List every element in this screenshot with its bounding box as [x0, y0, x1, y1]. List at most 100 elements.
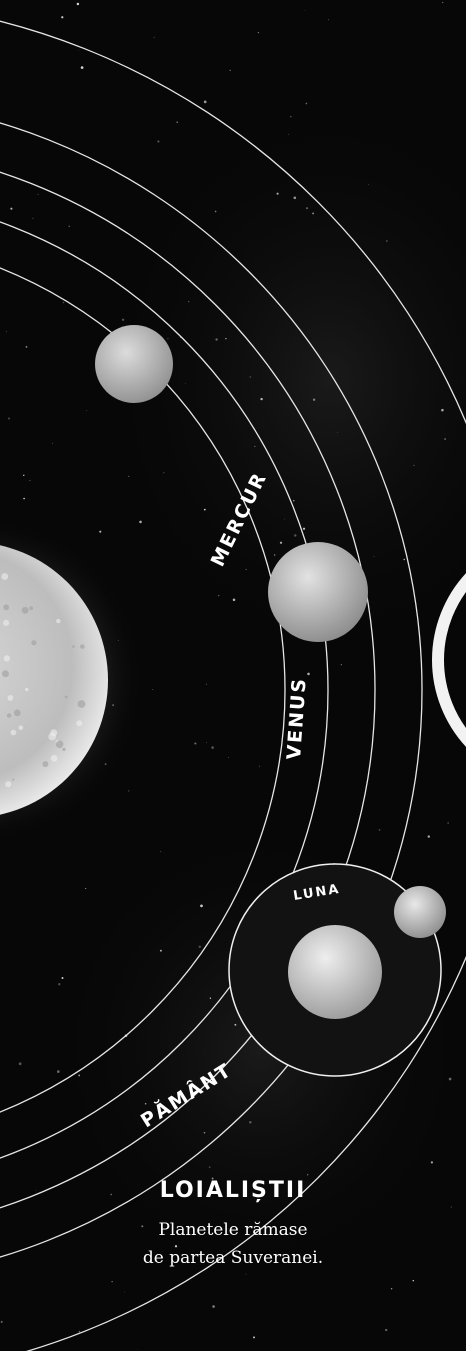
star — [204, 509, 206, 511]
sun-granule — [31, 640, 36, 645]
sun-granule — [7, 713, 11, 717]
star — [152, 689, 153, 690]
sun-granule — [65, 696, 68, 699]
sun-granule — [80, 644, 85, 649]
sun-granule — [25, 688, 29, 692]
star — [78, 1074, 80, 1076]
sun-granule — [76, 720, 82, 726]
star — [218, 595, 219, 596]
star — [63, 302, 65, 304]
star — [62, 977, 64, 979]
sun-granule — [7, 695, 13, 701]
star — [10, 208, 12, 210]
star — [194, 742, 196, 744]
moon — [394, 886, 446, 938]
star — [290, 116, 291, 117]
star — [449, 1078, 452, 1081]
sun-granule — [11, 730, 17, 736]
caption-line-1: Planetele rămase — [0, 1216, 466, 1244]
star — [164, 473, 165, 474]
star — [260, 398, 262, 400]
sun-granule — [3, 620, 9, 626]
star — [199, 946, 201, 948]
sun-granule — [12, 779, 14, 781]
star — [385, 1329, 387, 1331]
star — [284, 519, 285, 520]
sun-granule — [19, 725, 24, 730]
star — [19, 1062, 22, 1065]
star — [234, 1024, 236, 1026]
star — [391, 1288, 392, 1289]
sun-granule — [14, 710, 21, 717]
sun-granule — [42, 761, 48, 767]
star — [122, 319, 124, 321]
star — [379, 829, 381, 831]
star — [337, 432, 338, 433]
star — [442, 2, 443, 3]
earth-planet — [288, 925, 382, 1019]
star — [233, 599, 236, 602]
star — [441, 409, 444, 412]
star — [210, 998, 211, 999]
star — [413, 465, 414, 466]
star — [137, 1349, 138, 1350]
star — [61, 16, 63, 18]
star — [253, 1336, 255, 1338]
star — [79, 1331, 81, 1333]
star — [328, 19, 329, 20]
star — [176, 121, 178, 123]
star — [6, 331, 7, 332]
star — [225, 338, 226, 339]
star — [57, 1070, 60, 1073]
star — [258, 32, 259, 33]
star — [58, 983, 60, 985]
star — [215, 211, 217, 213]
star — [185, 383, 186, 384]
star — [254, 446, 255, 447]
star — [386, 240, 387, 241]
star — [157, 140, 159, 142]
star — [280, 542, 282, 544]
star — [259, 766, 260, 767]
sun-granule — [62, 748, 65, 751]
sun-granule — [1, 573, 8, 580]
star — [250, 376, 251, 377]
star — [206, 742, 207, 743]
sun-granule — [29, 606, 33, 610]
star — [206, 684, 207, 685]
star — [306, 103, 308, 105]
star — [124, 1292, 125, 1293]
star — [374, 556, 375, 557]
star — [52, 443, 53, 444]
star — [312, 212, 314, 214]
star — [228, 757, 229, 758]
star — [188, 301, 189, 302]
star — [112, 1281, 113, 1282]
star — [145, 1103, 147, 1105]
star — [341, 664, 342, 665]
star — [249, 1121, 251, 1123]
star — [212, 1305, 215, 1308]
star — [230, 70, 231, 71]
star — [160, 851, 161, 852]
star — [204, 1132, 206, 1134]
caption-title: LOIALIȘTII — [0, 1178, 466, 1203]
star — [26, 346, 28, 348]
star — [209, 1166, 211, 1168]
sun-granule — [56, 619, 60, 623]
mercury-planet — [95, 325, 173, 403]
star — [444, 438, 446, 440]
star — [428, 835, 430, 837]
star — [78, 50, 79, 51]
star — [403, 559, 404, 560]
star — [81, 66, 84, 69]
star — [313, 399, 315, 401]
star — [77, 3, 79, 5]
caption-line-2: de partea Suveranei. — [0, 1244, 466, 1272]
star — [293, 500, 294, 501]
star — [154, 37, 155, 38]
star — [451, 1207, 452, 1208]
star — [305, 10, 306, 11]
